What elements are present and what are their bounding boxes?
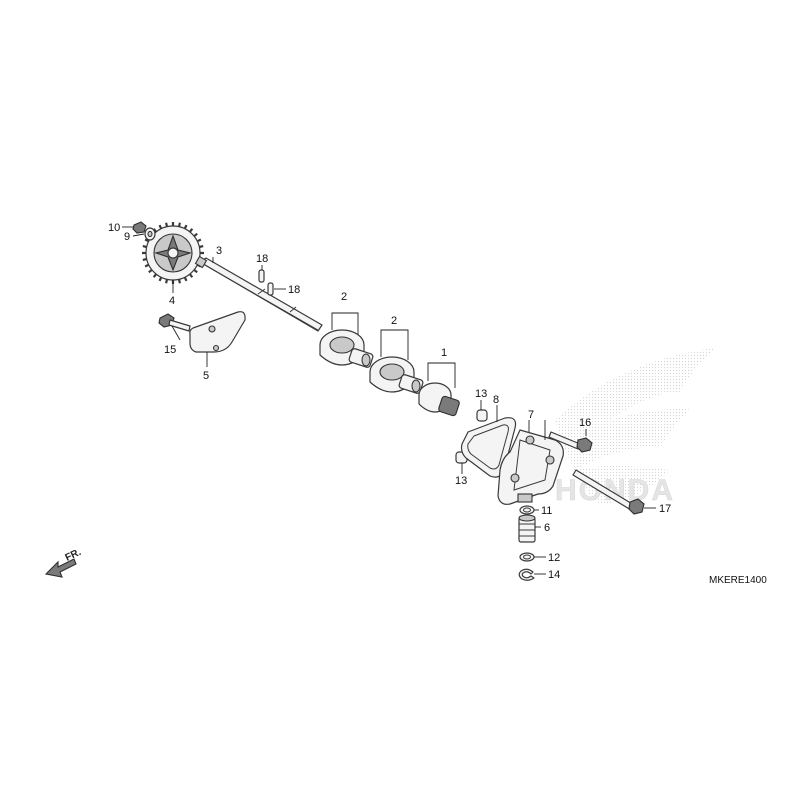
front-direction-label: FR.: [64, 547, 83, 564]
gear-teeth: [142, 222, 204, 284]
callout-10: 10: [108, 222, 120, 234]
rotor-inner-2b: [398, 374, 424, 394]
callout-5: 5: [203, 370, 209, 382]
callout-6: 6: [544, 522, 550, 534]
callout-2a: 2: [341, 291, 347, 303]
callout-2b: 2: [391, 315, 397, 327]
nut-10: [132, 221, 147, 234]
callout-7: 7: [528, 409, 534, 421]
washer-12: [519, 552, 535, 562]
rotor-1: [418, 382, 460, 417]
callout-4: 4: [169, 295, 175, 307]
dowel-pin-18a: [258, 269, 265, 283]
callout-14: 14: [548, 569, 560, 581]
plate-5: [189, 311, 246, 353]
callout-17: 17: [659, 503, 671, 515]
callout-9: 9: [124, 231, 130, 243]
bolt-16: [548, 431, 593, 453]
washer-9: [144, 227, 156, 241]
callout-18a: 18: [256, 253, 268, 265]
callout-13b: 13: [455, 475, 467, 487]
callouts: 10 9 4 3 18 18 15 5 2 2 1 13 8 13 7 16 1…: [108, 222, 671, 581]
callout-12: 12: [548, 552, 560, 564]
o-ring-11: [519, 505, 535, 515]
diagram-code: MKERE1400: [709, 575, 767, 586]
bolt-15: [158, 313, 191, 332]
dowel-13a: [476, 409, 488, 422]
honda-wing-watermark: HONDA: [555, 348, 715, 507]
honda-logo-text: HONDA: [555, 474, 675, 507]
front-direction-arrow: FR.: [44, 547, 83, 578]
callout-18b: 18: [288, 284, 300, 296]
bolt-17: [572, 469, 645, 515]
callout-11: 11: [541, 505, 552, 517]
callout-13a: 13: [475, 388, 487, 400]
callout-3: 3: [216, 245, 222, 257]
pump-shaft: [194, 255, 323, 332]
callout-1: 1: [441, 347, 447, 359]
drive-gear: [142, 222, 204, 284]
callout-16: 16: [579, 417, 591, 429]
dowel-pin-18b: [267, 282, 274, 296]
callout-8: 8: [493, 394, 499, 406]
leader-lines: [122, 226, 656, 575]
pump-body-7: [497, 429, 564, 505]
snap-ring-14: [518, 568, 535, 581]
relief-valve-6: [518, 514, 536, 543]
callout-15: 15: [164, 344, 176, 356]
rotor-inner-2a: [348, 348, 374, 368]
